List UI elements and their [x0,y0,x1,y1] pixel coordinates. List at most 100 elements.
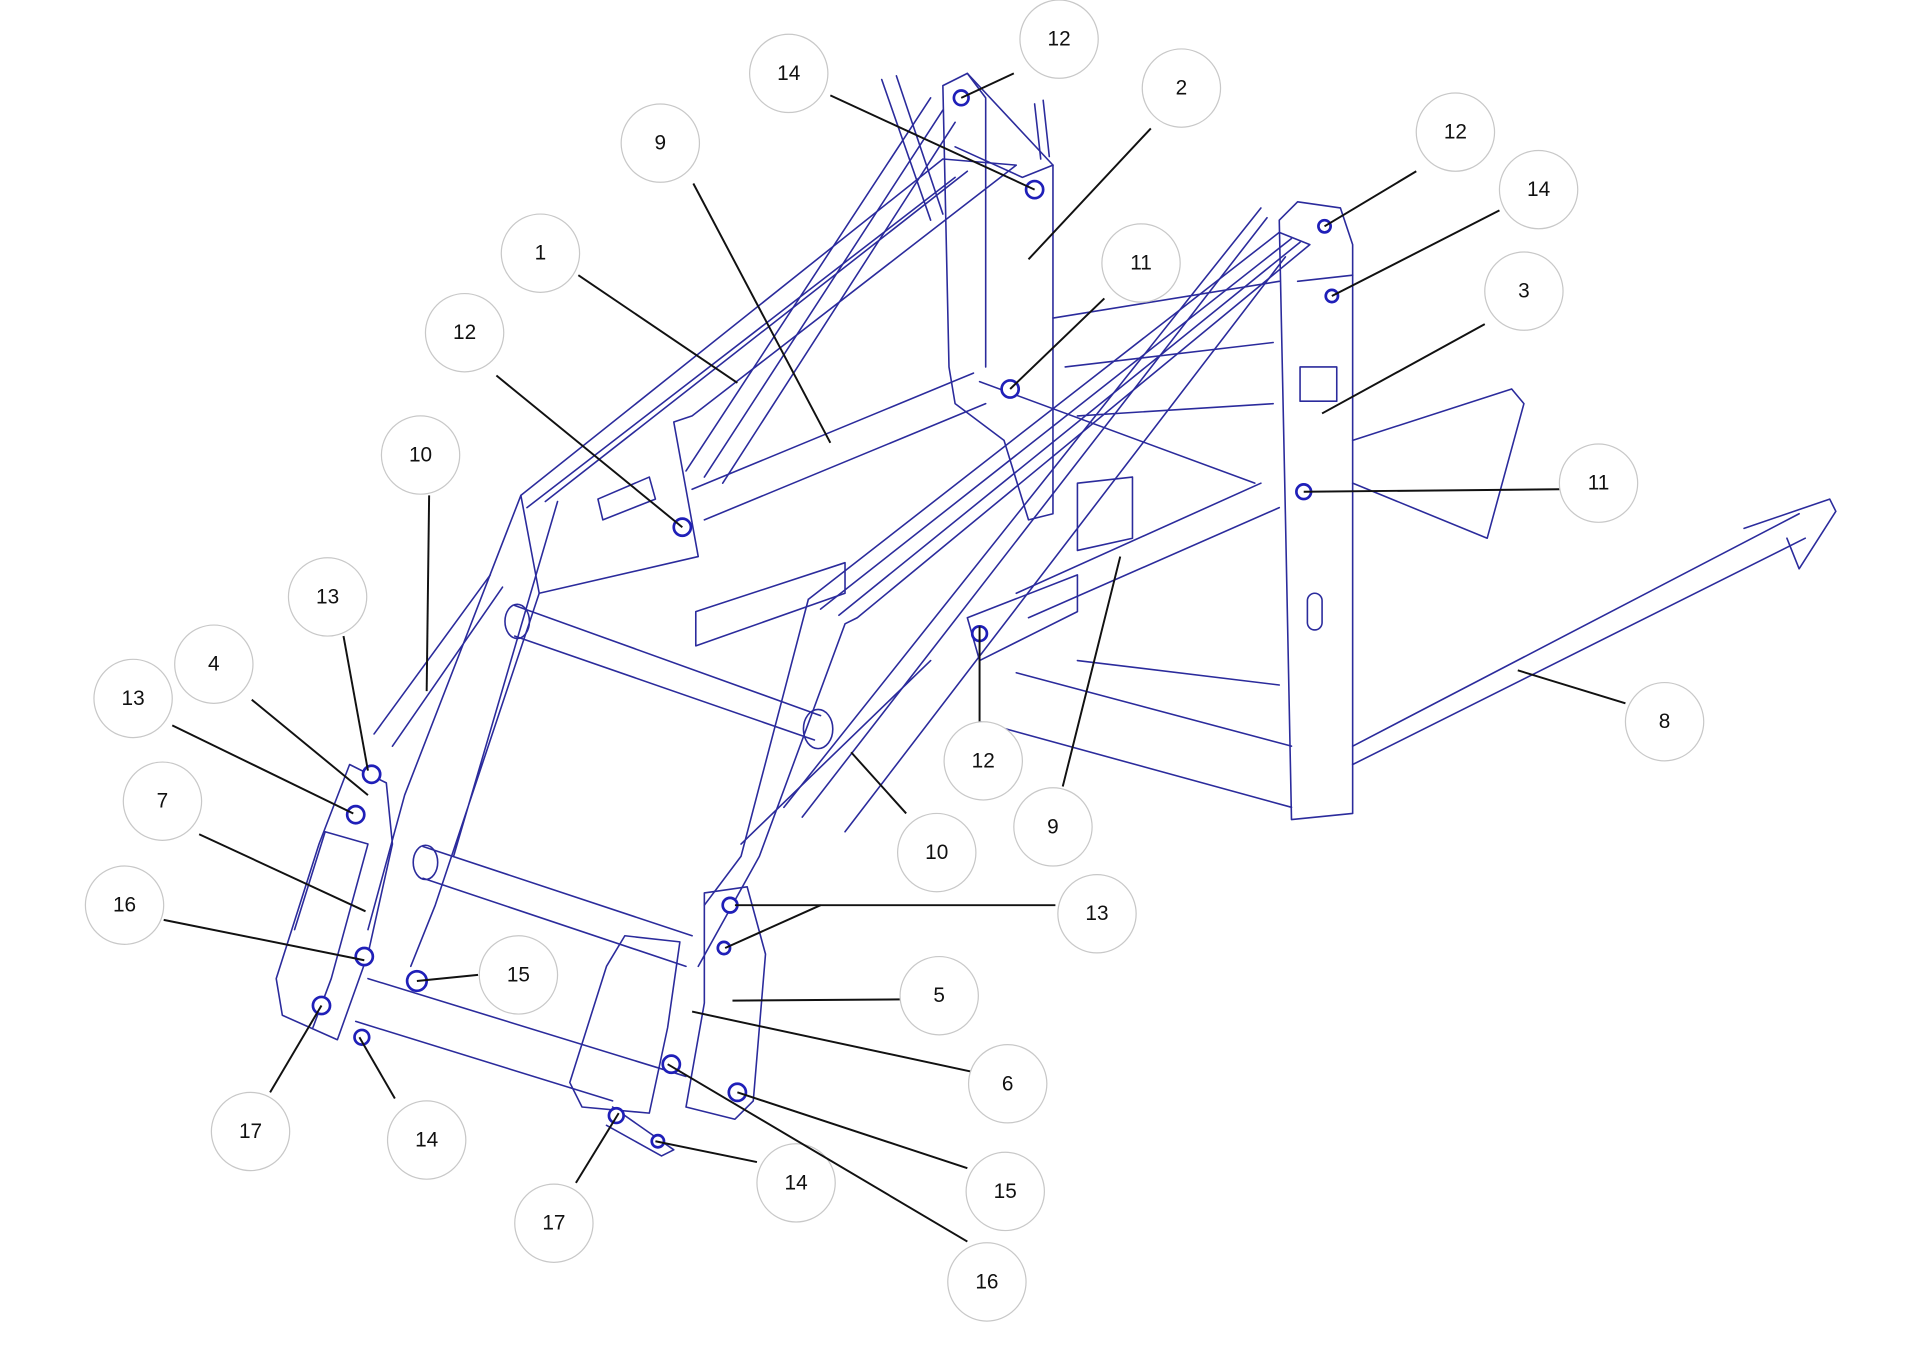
leader-line [171,724,354,815]
callout-number: 8 [1659,710,1671,733]
callout-4: 4 [174,624,369,796]
right-mast [1278,201,1354,821]
leader-line [342,635,369,771]
callout-bubble [899,955,979,1036]
leader-line [737,1091,968,1170]
callout-bubble [1057,873,1137,954]
callout-13: 13 [287,557,369,771]
leader-line [358,1036,396,1099]
callout-3: 3 [1321,251,1564,415]
callout-number: 14 [1527,178,1550,201]
callout-bubble [514,1183,594,1263]
pins [311,89,1340,1149]
left-boom-arm [367,97,1018,968]
callout-bubble [93,658,173,739]
callout-number: 15 [994,1180,1017,1203]
callout-bubble [1484,251,1564,331]
callout-number: 11 [1588,472,1610,495]
hydraulic-cylinders [373,372,1281,845]
callout-number: 13 [1085,902,1108,925]
crossbar-tubes [412,603,834,968]
callout-2: 2 [1027,48,1222,260]
leader-line [850,751,907,815]
callout-bubble [287,557,368,637]
callout-number: 12 [453,321,476,344]
callout-number: 12 [972,749,995,772]
callout-15: 15 [737,1091,1046,1232]
leader-line [416,973,479,982]
callout-14: 14 [655,1140,836,1223]
callout-bubble [1415,92,1496,172]
leader-line [724,904,821,949]
callout-11: 11 [1009,223,1181,390]
callout-number: 15 [507,963,530,986]
leader-line [251,698,369,796]
callout-bubble [84,865,165,945]
leader-line [575,1112,620,1184]
callout-bubble [1498,149,1579,230]
callout-14: 14 [748,33,1036,191]
callout-14: 14 [1331,149,1579,297]
leader-line [163,918,365,962]
callout-17: 17 [514,1112,620,1263]
callout-bubble [424,292,505,373]
callout-number: 13 [316,585,339,608]
callout-bubble [620,103,701,183]
callout-13: 13 [724,873,1137,954]
callout-bubble [386,1100,467,1180]
leader-line [1517,669,1626,705]
callout-bubble [122,761,203,841]
callout-bubble [1558,443,1639,523]
callout-12: 12 [960,0,1099,99]
mounting-plates [694,388,1525,662]
callout-bubble [380,415,461,495]
callout-bubble [967,1044,1048,1124]
callout-9: 9 [1013,556,1122,867]
leader-line [495,374,683,528]
leader-line [829,94,1036,191]
leader-line [1061,556,1122,787]
callout-bubble [174,624,254,704]
callout-bubble [1019,0,1099,79]
callout-14: 14 [358,1036,467,1180]
callout-bubble [1013,787,1093,867]
leader-line [198,833,366,913]
callout-11: 11 [1303,443,1639,523]
callout-12: 12 [943,626,1023,801]
leader-line [667,1063,968,1243]
callout-bubble [943,721,1023,801]
leader-line [655,1140,758,1164]
callout-number: 7 [157,790,169,813]
leader-line [1321,323,1486,415]
leader-line [577,274,738,384]
callout-12: 12 [1324,92,1496,228]
callout-17: 17 [210,1004,323,1172]
callout-number: 12 [1048,28,1071,51]
callout-number: 3 [1518,280,1530,303]
callout-number: 4 [208,653,220,676]
callout-15: 15 [416,935,559,1015]
callout-bubble [478,935,559,1015]
callout-number: 14 [777,62,800,85]
callout-number: 12 [1444,121,1467,144]
callout-number: 10 [409,444,432,467]
callout-10: 10 [380,415,461,692]
leader-line [732,998,903,1002]
callout-number: 16 [975,1270,998,1293]
callout-bubble [965,1151,1046,1232]
leader-line [691,1010,972,1073]
right-boom-arm [697,207,1311,968]
callout-16: 16 [84,865,365,962]
callout-16: 16 [667,1063,1027,1322]
callout-number: 14 [785,1171,808,1194]
callout-13: 13 [93,658,354,815]
callout-number: 17 [542,1212,565,1235]
callout-bubble [947,1242,1027,1322]
leader-line [1324,170,1417,228]
callout-7: 7 [122,761,366,913]
callout-bubble [1101,223,1181,303]
callout-number: 10 [925,841,948,864]
callout-number: 6 [1002,1072,1014,1095]
